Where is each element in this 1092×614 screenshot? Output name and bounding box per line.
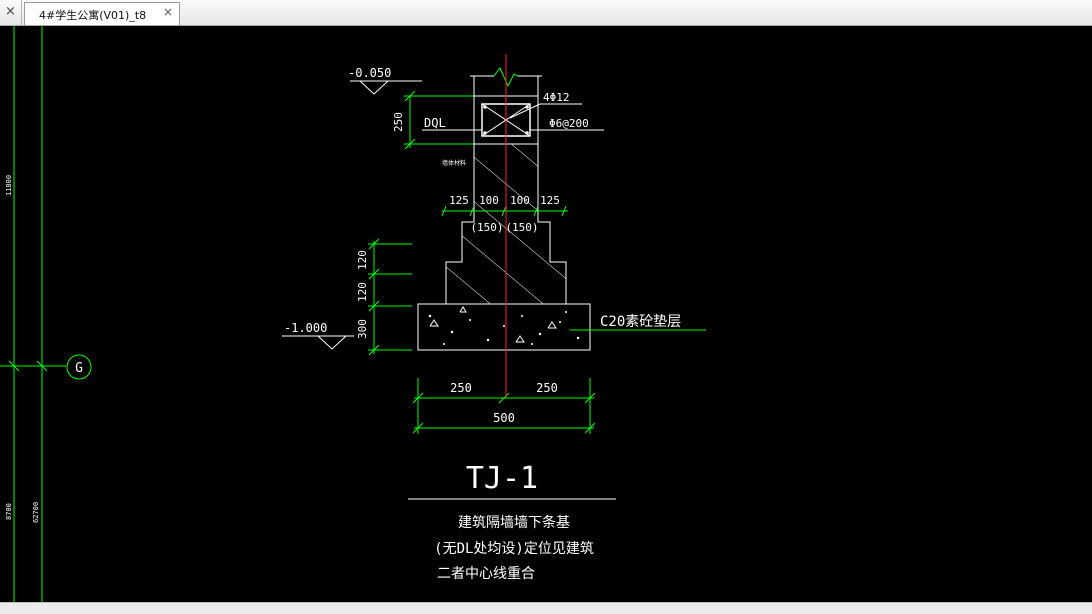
concrete-pad	[417, 303, 591, 351]
note-line-3: 二者中心线重合	[437, 566, 535, 582]
status-bar	[0, 602, 1092, 614]
wall-material-tag: 墙体材料	[442, 159, 466, 167]
document-tab[interactable]: 4#学生公寓(V01)_t8 ×	[24, 2, 180, 25]
elevation-bottom-label: -1.000	[284, 321, 327, 335]
axis-label-g: G	[75, 361, 83, 376]
wall-top	[470, 75, 542, 96]
step-height-a: 120	[356, 250, 369, 270]
wall-alt-dim-a: (150)	[470, 221, 503, 234]
pad-label: C20素砼垫层	[600, 314, 681, 330]
step-height-b: 120	[356, 282, 369, 302]
note-line-2: (无DL处均设)定位见建筑	[434, 541, 594, 557]
wall-width-dimension	[441, 205, 568, 217]
axis-bubble-g[interactable]	[66, 354, 92, 380]
tab-label: 4#学生公寓(V01)_t8	[39, 9, 147, 22]
wall-dim-b: 100	[479, 194, 499, 207]
left-grid-lines	[0, 26, 92, 602]
beam-height-dimension	[404, 90, 480, 150]
elevation-marker-bottom	[282, 335, 354, 350]
left-dim-bottom-b: 62700	[32, 502, 40, 523]
wall-dim-d: 125	[540, 194, 560, 207]
concrete-speckles	[428, 311, 580, 345]
wall-dim-c: 100	[510, 194, 530, 207]
elevation-marker-top	[350, 80, 422, 95]
break-line	[493, 67, 519, 88]
cad-drawing: 11800 8700 62700 G -0.050 250 DQL	[0, 26, 706, 602]
beam-height-text: 250	[392, 112, 405, 132]
elevation-top-label: -0.050	[348, 66, 391, 80]
base-dim-right: 250	[536, 381, 558, 395]
base-dim-left: 250	[450, 381, 472, 395]
step-height-c: 300	[356, 319, 369, 339]
document-tab-bar: × 4#学生公寓(V01)_t8 ×	[0, 0, 1092, 26]
base-width-dimensions	[412, 378, 596, 434]
section-title: TJ-1	[466, 461, 538, 496]
beam-label: DQL	[424, 116, 446, 130]
close-icon[interactable]: ×	[0, 0, 22, 25]
rebar-main-label: 4Φ12	[543, 91, 570, 104]
drawing-canvas[interactable]: 11800 8700 62700 G -0.050 250 DQL	[0, 26, 1092, 602]
left-dim-bottom-a: 8700	[5, 503, 13, 520]
rebar-leaders	[509, 103, 604, 131]
left-dim-top: 11800	[5, 175, 13, 196]
base-dim-total: 500	[493, 411, 515, 425]
tab-close-icon[interactable]: ×	[162, 5, 173, 19]
rebar-stirrup-label: Φ6@200	[549, 117, 589, 130]
wall-dim-a: 125	[449, 194, 469, 207]
step-height-dimensions	[368, 238, 412, 356]
note-line-1: 建筑隔墙墙下条基	[458, 514, 570, 531]
wall-alt-dim-b: (150)	[505, 221, 538, 234]
